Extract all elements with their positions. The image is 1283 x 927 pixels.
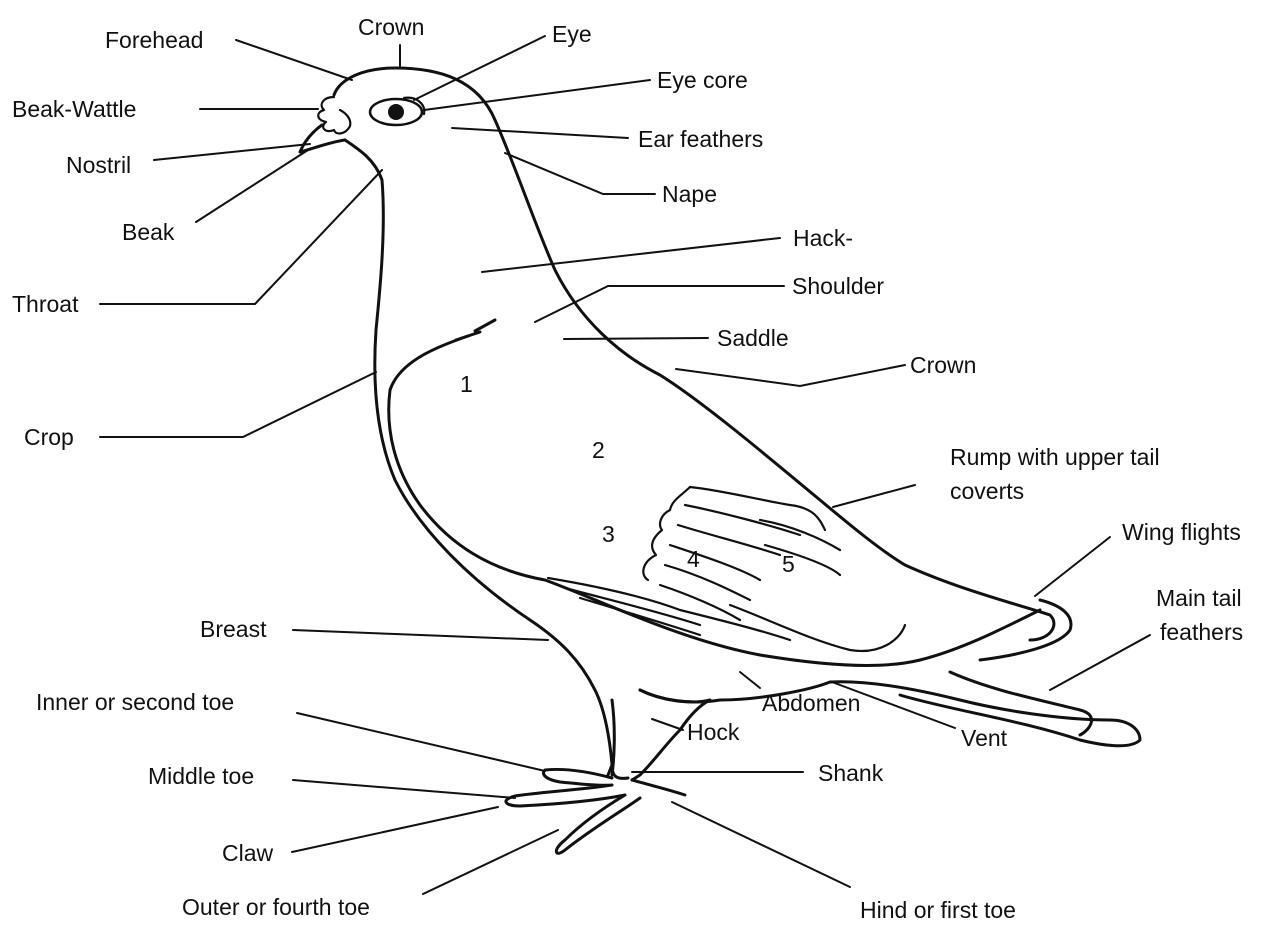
throat-outline xyxy=(345,140,612,765)
toes-outline xyxy=(506,769,685,853)
label-eye: Eye xyxy=(552,21,592,47)
leader-inner-toe xyxy=(297,713,545,771)
leader-breast xyxy=(293,630,548,640)
wing-covert-bars xyxy=(548,487,905,651)
label-hock: Hock xyxy=(687,719,740,745)
label-main-tail-line2: feathers xyxy=(1160,619,1243,645)
label-hack: Hack- xyxy=(793,225,853,251)
label-ear-feathers: Ear feathers xyxy=(638,126,763,152)
leader-hack xyxy=(482,238,780,272)
leader-outer-toe xyxy=(423,830,558,894)
leader-nape xyxy=(505,153,655,194)
wing-number-5: 5 xyxy=(782,551,795,577)
leader-eye-core xyxy=(424,80,650,110)
labels: Forehead Crown Eye Eye core Beak-Wattle … xyxy=(12,14,1243,923)
label-wing-flights: Wing flights xyxy=(1122,519,1241,545)
wing-number-3: 3 xyxy=(602,521,615,547)
label-hind-toe: Hind or first toe xyxy=(860,897,1016,923)
leader-abdomen xyxy=(740,672,760,688)
label-nape: Nape xyxy=(662,181,717,207)
leader-nostril xyxy=(154,144,310,160)
label-shank: Shank xyxy=(818,760,884,786)
leader-ear-feathers xyxy=(452,128,628,138)
label-beak-wattle: Beak-Wattle xyxy=(12,96,136,122)
leader-hock xyxy=(652,719,683,730)
label-saddle: Saddle xyxy=(717,325,789,351)
label-main-tail-line1: Main tail xyxy=(1156,585,1242,611)
leader-claw xyxy=(292,807,498,852)
shank-front xyxy=(612,700,614,775)
leader-crown-back xyxy=(676,365,905,386)
leader-shoulder xyxy=(535,286,784,322)
label-crop: Crop xyxy=(24,424,74,450)
wing-number-2: 2 xyxy=(592,437,605,463)
leader-beak xyxy=(196,150,308,222)
wing-outline xyxy=(389,332,1040,665)
label-crown-head: Crown xyxy=(358,14,424,40)
label-breast: Breast xyxy=(200,616,267,642)
leader-crop xyxy=(100,372,376,437)
wing-number-1: 1 xyxy=(460,371,473,397)
leader-middle-toe xyxy=(293,780,515,798)
eye-pupil xyxy=(388,104,404,120)
label-rump-line2: coverts xyxy=(950,478,1024,504)
label-outer-toe: Outer or fourth toe xyxy=(182,894,370,920)
label-throat: Throat xyxy=(12,291,79,317)
shoulder-dash xyxy=(456,320,495,340)
leader-saddle xyxy=(564,338,708,339)
leader-eye xyxy=(414,36,545,100)
leader-rump xyxy=(833,485,915,507)
label-rump-line1: Rump with upper tail xyxy=(950,444,1160,470)
beak-wattle-shape xyxy=(318,97,350,133)
label-beak: Beak xyxy=(122,219,175,245)
leader-forehead xyxy=(236,40,352,80)
beak-outline xyxy=(300,125,345,152)
label-claw: Claw xyxy=(222,840,274,866)
label-shoulder: Shoulder xyxy=(792,273,884,299)
wing-region-numbers: 1 2 3 4 5 xyxy=(460,371,795,577)
label-inner-toe: Inner or second toe xyxy=(36,689,234,715)
leader-main-tail xyxy=(1050,635,1150,690)
label-forehead: Forehead xyxy=(105,27,203,53)
leader-hind-toe xyxy=(672,802,850,887)
label-crown-back: Crown xyxy=(910,352,976,378)
label-vent: Vent xyxy=(961,725,1008,751)
leader-wing-flights xyxy=(1035,537,1110,596)
label-nostril: Nostril xyxy=(66,152,131,178)
label-middle-toe: Middle toe xyxy=(148,763,254,789)
label-abdomen: Abdomen xyxy=(762,690,860,716)
wing-number-4: 4 xyxy=(687,546,700,572)
label-eye-core: Eye core xyxy=(657,67,748,93)
